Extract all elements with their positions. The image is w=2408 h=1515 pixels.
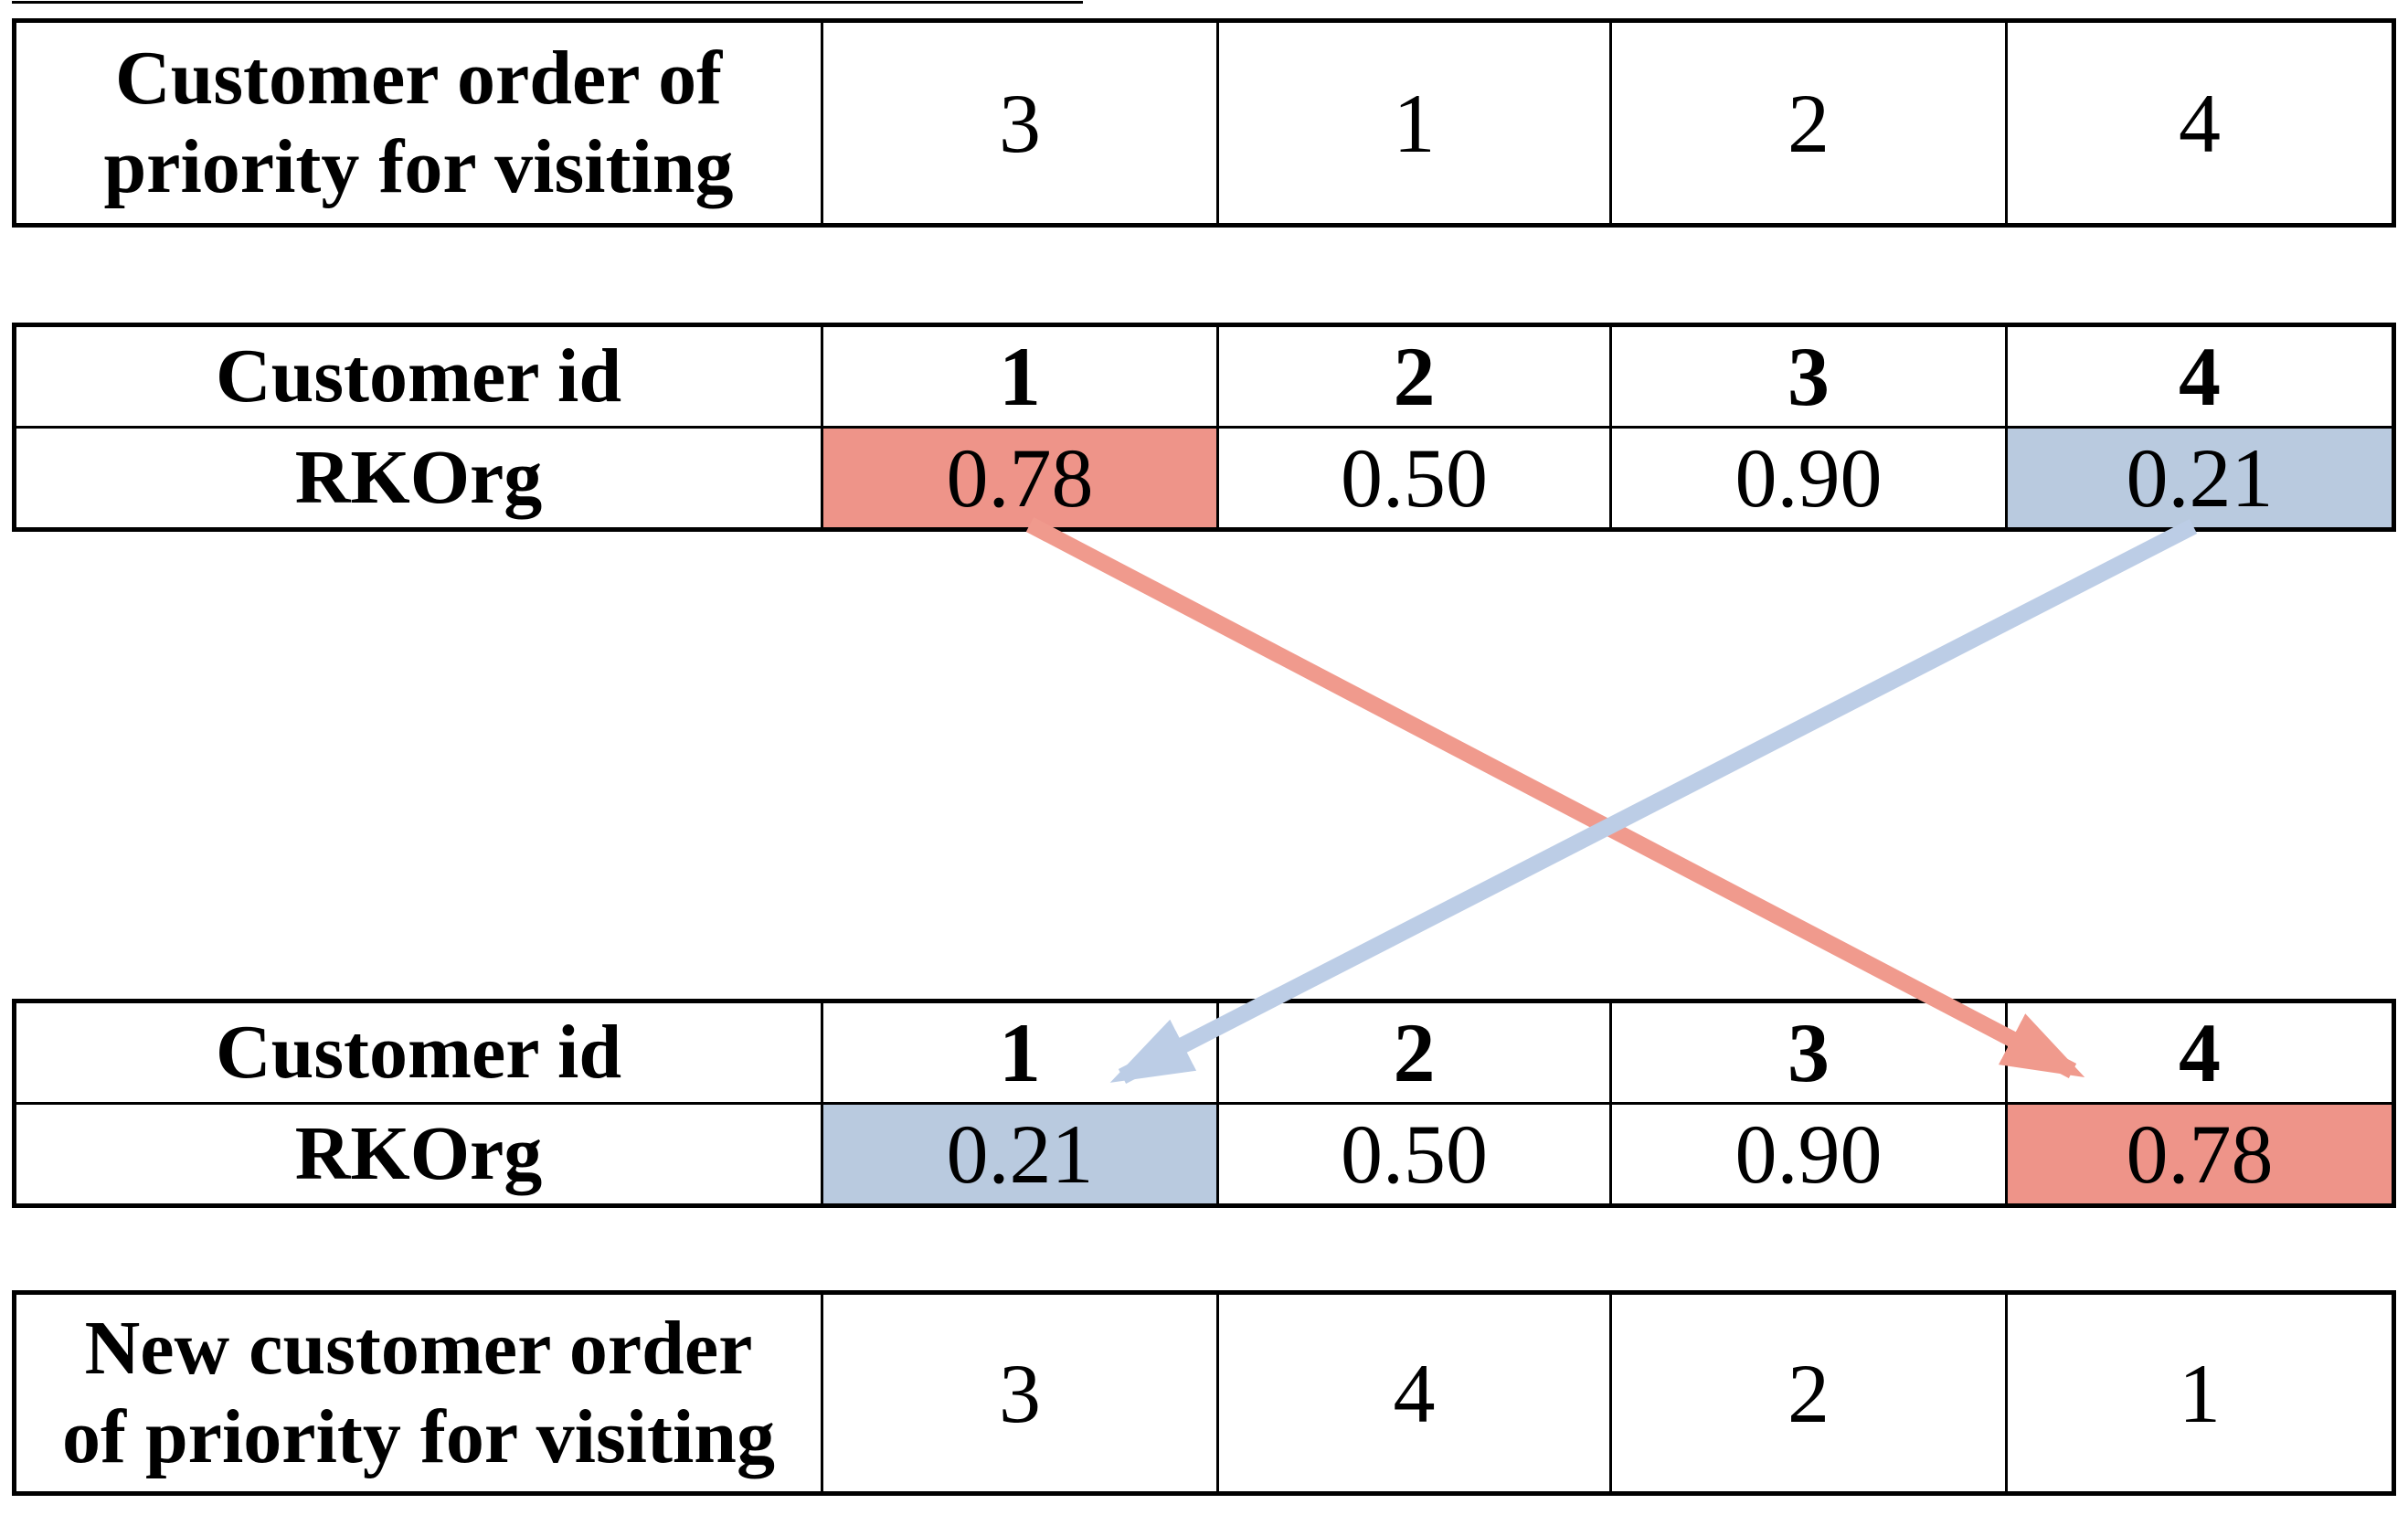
priority-before-table: Customer order of priority for visiting … — [12, 18, 2396, 228]
table-row: RKOrg 0.21 0.50 0.90 0.78 — [13, 1102, 2395, 1207]
customer-id-after-3: 3 — [1609, 1000, 2008, 1105]
priority-before-value-2: 1 — [1216, 19, 1612, 227]
priority-after-label: New customer order of priority for visit… — [13, 1291, 823, 1495]
priority-before-label: Customer order of priority for visiting — [13, 19, 823, 227]
customer-id-after-4: 4 — [2005, 1000, 2395, 1105]
rkorg-before-value-1-highlighted-red: 0.78 — [821, 426, 1219, 531]
customer-id-before-1: 1 — [821, 323, 1219, 429]
customer-id-before-4: 4 — [2005, 323, 2395, 429]
blue-swap-arrow — [1109, 518, 2198, 1085]
table-row: RKOrg 0.78 0.50 0.90 0.21 — [13, 426, 2395, 531]
rkorg-after-table: Customer id 1 2 3 4 RKOrg 0.21 0.50 0.90… — [12, 999, 2396, 1208]
rkorg-before-value-4-highlighted-blue: 0.21 — [2005, 426, 2395, 531]
cropped-line-artifact — [12, 1, 1083, 4]
rkorg-label-after: RKOrg — [13, 1102, 823, 1207]
table-row: Customer id 1 2 3 4 — [13, 1000, 2395, 1105]
priority-after-value-3: 2 — [1609, 1291, 2008, 1495]
rkorg-before-value-3: 0.90 — [1609, 426, 2008, 531]
rkorg-after-value-4-highlighted-red: 0.78 — [2005, 1102, 2395, 1207]
rkorg-before-value-2: 0.50 — [1216, 426, 1612, 531]
rkorg-after-value-2: 0.50 — [1216, 1102, 1612, 1207]
priority-before-value-1: 3 — [821, 19, 1219, 227]
rkorg-after-value-1-highlighted-blue: 0.21 — [821, 1102, 1219, 1207]
customer-id-label-before: Customer id — [13, 323, 823, 429]
priority-after-value-1: 3 — [821, 1291, 1219, 1495]
rkorg-before-table: Customer id 1 2 3 4 RKOrg 0.78 0.50 0.90… — [12, 323, 2396, 532]
table-row: Customer id 1 2 3 4 — [13, 323, 2395, 429]
priority-before-value-3: 2 — [1609, 19, 2008, 227]
customer-id-before-2: 2 — [1216, 323, 1612, 429]
customer-id-after-1: 1 — [821, 1000, 1219, 1105]
priority-after-value-4: 1 — [2005, 1291, 2395, 1495]
table-row: Customer order of priority for visiting … — [13, 19, 2395, 227]
table-row: New customer order of priority for visit… — [13, 1291, 2395, 1495]
priority-after-value-2: 4 — [1216, 1291, 1612, 1495]
rkorg-label-before: RKOrg — [13, 426, 823, 531]
customer-id-after-2: 2 — [1216, 1000, 1612, 1105]
rkorg-after-value-3: 0.90 — [1609, 1102, 2008, 1207]
customer-id-label-after: Customer id — [13, 1000, 823, 1105]
priority-after-table: New customer order of priority for visit… — [12, 1290, 2396, 1496]
red-swap-arrow — [1025, 517, 2085, 1078]
customer-id-before-3: 3 — [1609, 323, 2008, 429]
priority-before-value-4: 4 — [2005, 19, 2395, 227]
